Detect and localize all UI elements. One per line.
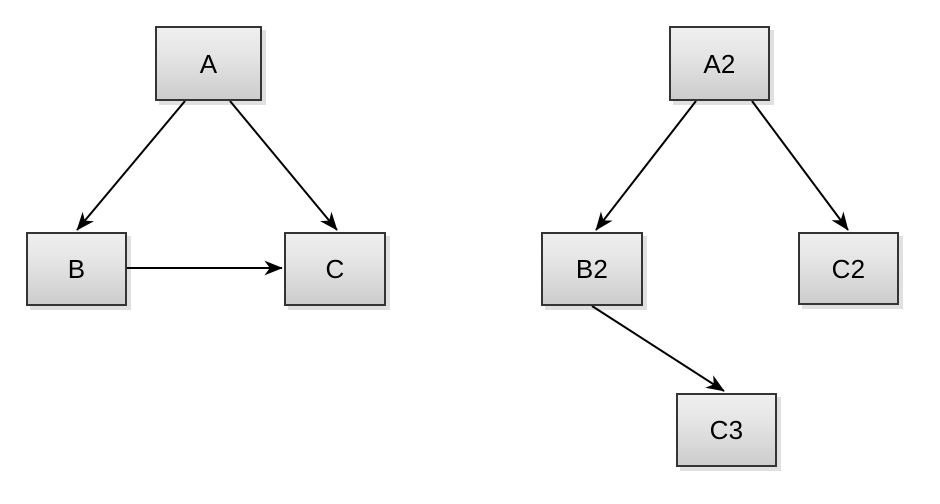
node-a[interactable]: A <box>155 26 262 101</box>
node-label-a: A <box>199 48 218 79</box>
node-c[interactable]: C <box>284 232 386 306</box>
edge-a-to-b[interactable] <box>76 100 186 231</box>
node-label-a2: A2 <box>703 48 736 79</box>
edge-a2-to-c2[interactable] <box>751 100 849 231</box>
node-b[interactable]: B <box>26 232 127 306</box>
node-c2[interactable]: C2 <box>798 232 899 305</box>
node-label-c2: C2 <box>831 253 866 284</box>
node-label-b: B <box>67 254 86 284</box>
node-b2[interactable]: B2 <box>541 232 643 306</box>
edge-a2-to-b2[interactable] <box>595 100 697 231</box>
node-label-b2: B2 <box>575 254 609 284</box>
edge-a-to-c[interactable] <box>229 100 338 231</box>
node-c3[interactable]: C3 <box>676 393 777 467</box>
edge-b2-to-c3[interactable] <box>591 305 725 392</box>
node-label-c3: C3 <box>709 415 744 445</box>
node-label-c: C <box>325 254 345 284</box>
node-a2[interactable]: A2 <box>669 26 770 101</box>
